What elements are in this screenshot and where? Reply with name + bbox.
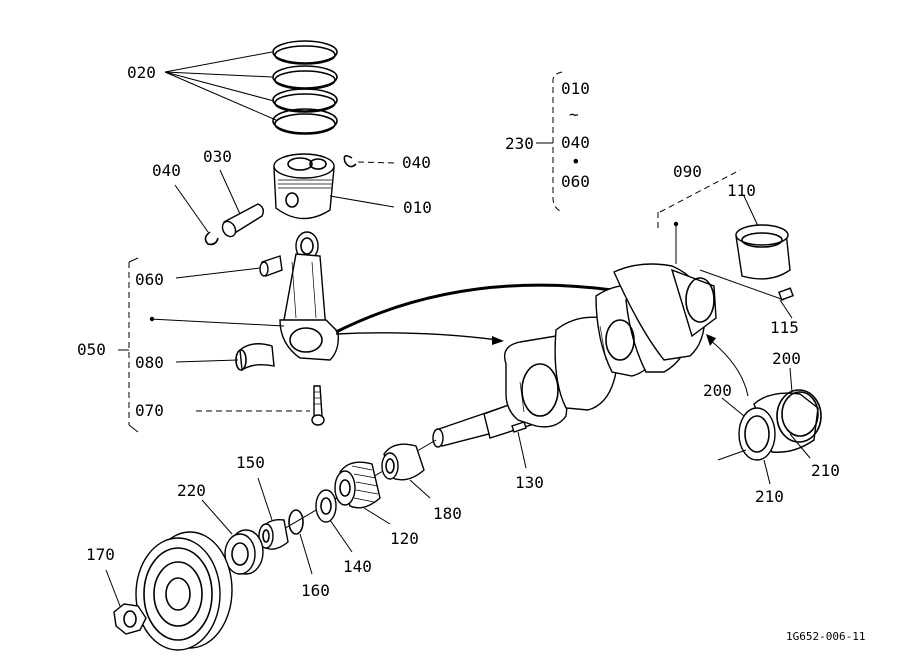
leader-210-tick — [717, 449, 747, 461]
crankshaft — [432, 263, 717, 448]
oil-seal-220 — [224, 529, 264, 575]
leader-080 — [175, 359, 239, 363]
leader-160 — [299, 533, 313, 575]
label-020: 020 — [127, 63, 156, 82]
label-230-dot: • — [571, 152, 581, 171]
leader-150 — [257, 477, 273, 521]
leader-040-right — [357, 161, 396, 164]
label-230-tilde: ~ — [569, 105, 579, 124]
leader-200-left — [721, 397, 745, 417]
leader-lines-020 — [164, 51, 277, 121]
label-040-right: 040 — [402, 153, 431, 172]
washer-140 — [315, 489, 337, 523]
label-070: 070 — [135, 401, 164, 420]
leader-060 — [175, 267, 261, 279]
label-220: 220 — [177, 481, 206, 500]
label-090: 090 — [673, 162, 702, 181]
snap-ring-left — [204, 231, 219, 246]
label-060: 060 — [135, 270, 164, 289]
bracket-090 — [657, 169, 741, 230]
bearing-case-assembly — [738, 389, 822, 461]
collar-150 — [258, 518, 289, 550]
crank-pin-bearing — [235, 343, 275, 372]
label-040-left: 040 — [152, 161, 181, 180]
leader-180 — [409, 479, 431, 499]
label-180: 180 — [433, 504, 462, 523]
leader-dot-050 — [149, 318, 285, 327]
assembly-arrow-upper — [335, 283, 613, 334]
label-080: 080 — [135, 353, 164, 372]
leader-210-bottom — [763, 459, 771, 485]
leader-110 — [743, 195, 759, 227]
connecting-rod — [279, 231, 340, 361]
leader-040-left — [174, 184, 209, 233]
crankshaft-pulley — [135, 531, 233, 651]
leader-010 — [329, 195, 395, 208]
label-160: 160 — [301, 581, 330, 600]
label-210-right: 210 — [811, 461, 840, 480]
piston-pin — [221, 203, 265, 238]
label-210-bottom: 210 — [755, 487, 784, 506]
label-010: 010 — [403, 198, 432, 217]
dot-090 — [673, 221, 679, 227]
piston — [273, 153, 335, 220]
leader-170 — [105, 569, 121, 607]
collar-180 — [381, 443, 425, 481]
label-200-left: 200 — [703, 381, 732, 400]
label-120: 120 — [390, 529, 419, 548]
crankshaft-gear-120 — [334, 461, 381, 509]
label-140: 140 — [343, 557, 372, 576]
key-130 — [511, 421, 527, 433]
snap-ring-right — [343, 154, 357, 168]
pin-115 — [778, 287, 794, 301]
label-230-040: 040 — [561, 133, 590, 152]
label-150: 150 — [236, 453, 265, 472]
assembly-arrow-lower — [335, 332, 499, 341]
leader-200-right — [789, 367, 793, 393]
leader-120 — [363, 507, 391, 525]
label-230-010: 010 — [561, 79, 590, 98]
label-030: 030 — [203, 147, 232, 166]
assembly-arrow-bearing — [709, 339, 749, 397]
label-200-right: 200 — [772, 349, 801, 368]
figure-code: 1G652-006-11 — [786, 630, 865, 643]
label-130: 130 — [515, 473, 544, 492]
connecting-rod-bolt — [311, 385, 325, 426]
leader-030 — [219, 169, 241, 215]
small-end-bushing — [259, 255, 283, 277]
dot-050 — [149, 316, 155, 322]
label-050: 050 — [77, 340, 106, 359]
label-230: 230 — [505, 134, 534, 153]
leader-140 — [329, 519, 353, 553]
nut-170 — [113, 603, 147, 635]
crankshaft-bearing-sleeve — [735, 224, 791, 280]
piston-rings — [272, 40, 338, 135]
leader-210-right — [789, 433, 811, 459]
label-230-060: 060 — [561, 172, 590, 191]
leader-115 — [699, 269, 785, 301]
leader-130 — [517, 431, 527, 469]
o-ring-160 — [288, 509, 304, 535]
group-230 — [536, 71, 563, 213]
label-170: 170 — [86, 545, 115, 564]
label-115: 115 — [770, 318, 799, 337]
arrowhead-bearing — [706, 334, 716, 346]
leader-220 — [201, 499, 233, 535]
arrowhead-lower — [492, 336, 504, 345]
label-110: 110 — [727, 181, 756, 200]
